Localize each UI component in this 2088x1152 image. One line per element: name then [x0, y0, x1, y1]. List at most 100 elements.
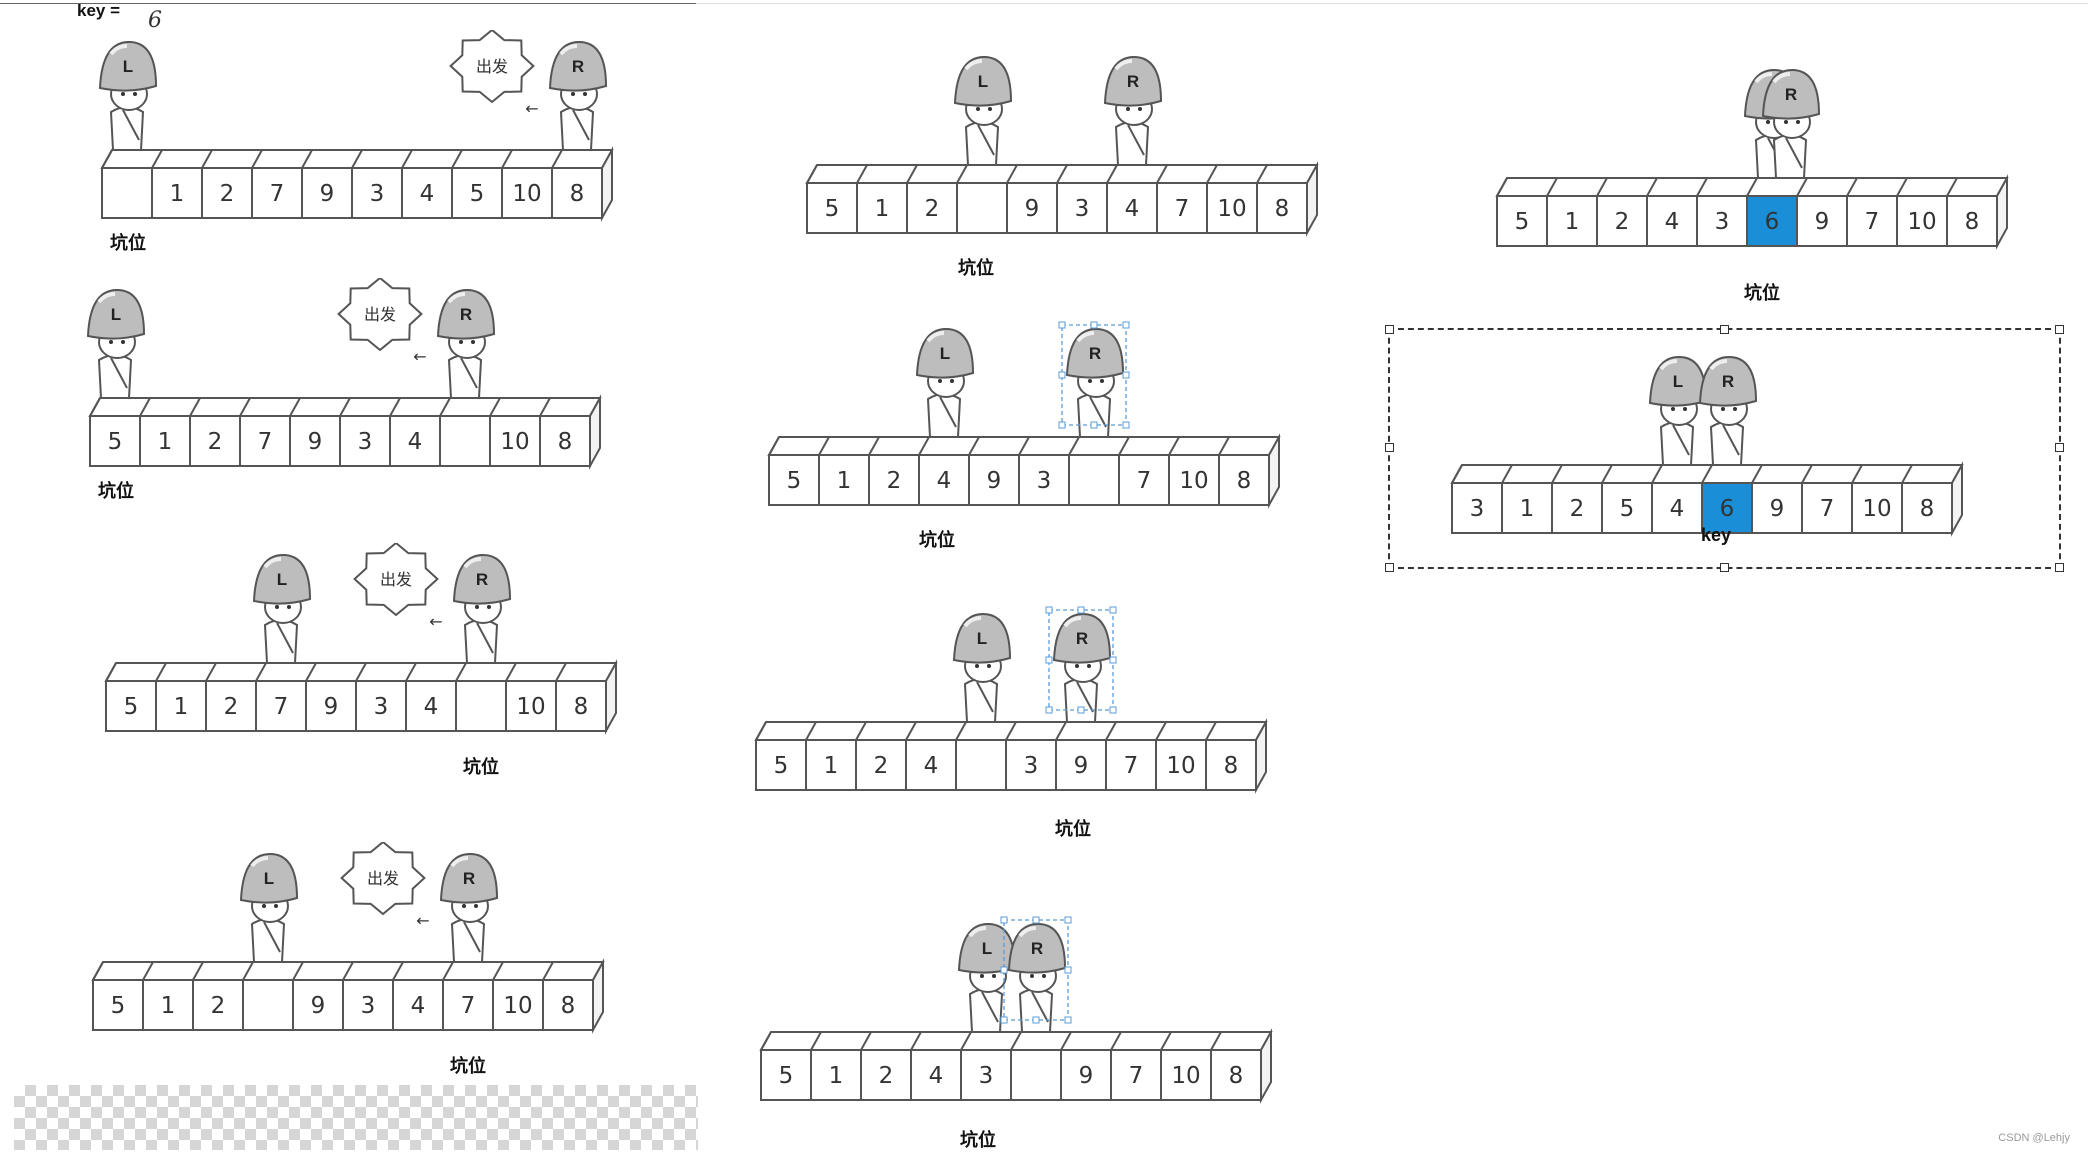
selection-handle: [1032, 916, 1040, 924]
helmet-shine: [263, 557, 282, 569]
selection-handle[interactable]: [1720, 563, 1729, 572]
left-pointer-figure: L: [239, 852, 299, 963]
speech-bubble: [353, 541, 439, 617]
helmet-shine: [109, 44, 128, 56]
figure-eye: [571, 92, 575, 96]
helmet-shine: [964, 59, 983, 71]
selection-handle: [1000, 1016, 1008, 1024]
selection-handle[interactable]: [2055, 563, 2064, 572]
array-cell-edge: [205, 662, 217, 682]
figure-body: [97, 354, 133, 399]
selection-handle: [1058, 371, 1066, 379]
figure-eye: [275, 605, 279, 609]
array-cell-edge: [1055, 721, 1067, 741]
array-cell-value: 4: [1670, 496, 1685, 522]
array-cell-value: 2: [887, 468, 902, 494]
figure-eye: [487, 605, 491, 609]
helmet-letter: R: [463, 869, 475, 888]
selection-handle: [1122, 421, 1130, 429]
helmet: [252, 553, 312, 605]
array-cell-value: 4: [1665, 209, 1680, 235]
right-pointer-figure: R: [1761, 68, 1821, 179]
array-cell-edge: [351, 149, 363, 169]
array-cell-value: 1: [824, 753, 839, 779]
selection-handle[interactable]: [2055, 325, 2064, 334]
array-cell-edge: [1068, 436, 1080, 456]
array-cell-edge: [1006, 164, 1018, 184]
array-cell-edge: [855, 721, 867, 741]
array-cell-edge: [1651, 464, 1663, 484]
array-cell-edge: [1210, 1031, 1222, 1051]
array-cell-value: 1: [158, 429, 173, 455]
array-cell: [910, 1049, 962, 1101]
helmet-letter: R: [1076, 629, 1088, 648]
array-cell-value: 7: [461, 993, 476, 1019]
array-cell-value: 3: [1715, 209, 1730, 235]
helmet-shine: [97, 292, 116, 304]
selection-handle[interactable]: [1720, 325, 1729, 334]
selection-handle[interactable]: [2055, 443, 2064, 452]
array-cell: [1901, 482, 1953, 534]
figure-eye: [475, 605, 479, 609]
helmet-letter: L: [978, 72, 988, 91]
array-cell-value: 4: [924, 753, 939, 779]
array-cell-value: 9: [1079, 1063, 1094, 1089]
array-cell-edge: [906, 164, 918, 184]
array-cell-edge: [251, 149, 263, 169]
selection-box[interactable]: [1385, 325, 2064, 572]
helmet-shine: [926, 331, 945, 343]
array-cell-value: 1: [1565, 209, 1580, 235]
array-cell: [1601, 482, 1653, 534]
selection-handle[interactable]: [1385, 325, 1394, 334]
array-cell: [289, 415, 341, 467]
selection-handle: [1064, 916, 1072, 924]
array-cell-value: 7: [258, 429, 273, 455]
helmet-letter: R: [1785, 85, 1797, 104]
array-cell-value: 10: [516, 694, 545, 720]
array-cell: [551, 167, 603, 219]
array-cell: [868, 454, 920, 506]
array-cell-value: 8: [1965, 209, 1980, 235]
figure-eye: [462, 904, 466, 908]
selection-handle[interactable]: [1385, 563, 1394, 572]
selection-handle[interactable]: [1385, 443, 1394, 452]
array-cell-edge: [89, 397, 101, 417]
pit-caption-3: 坑位: [463, 757, 499, 777]
figure-body: [263, 619, 299, 664]
figure-strap: [463, 921, 481, 953]
array-cell-edge: [1160, 1031, 1172, 1051]
array-cell-edge: [968, 436, 980, 456]
array-cell: [1106, 182, 1158, 234]
array-cell: [242, 979, 294, 1031]
right-pointer-figure: R: [1698, 355, 1758, 466]
helmet-letter: L: [977, 629, 987, 648]
array-cell: [1155, 739, 1207, 791]
array-cell-value: 10: [1171, 1063, 1200, 1089]
array-cell-edge: [551, 149, 563, 169]
array-cell: [1010, 1049, 1062, 1101]
array-cell-value: 5: [124, 694, 139, 720]
array-cell-edge: [101, 149, 113, 169]
selection-handle: [1109, 606, 1117, 614]
left-arrow-icon: ←: [525, 99, 538, 118]
array-cell-edge: [1801, 464, 1813, 484]
array-cell: [351, 167, 403, 219]
go-text: 出发: [380, 570, 412, 589]
helmet-letter: R: [1031, 939, 1043, 958]
array-cell-edge: [355, 662, 367, 682]
array-cell-edge: [1501, 464, 1513, 484]
helmet-shine: [559, 44, 578, 56]
array-cell-edge: [1018, 436, 1030, 456]
figure-eye: [1784, 120, 1788, 124]
array-cell: [542, 979, 594, 1031]
array-cell: [1896, 195, 1948, 247]
helmet-letter: R: [1127, 72, 1139, 91]
helmet-shine: [963, 616, 982, 628]
array-cell-edge: [1010, 1031, 1022, 1051]
